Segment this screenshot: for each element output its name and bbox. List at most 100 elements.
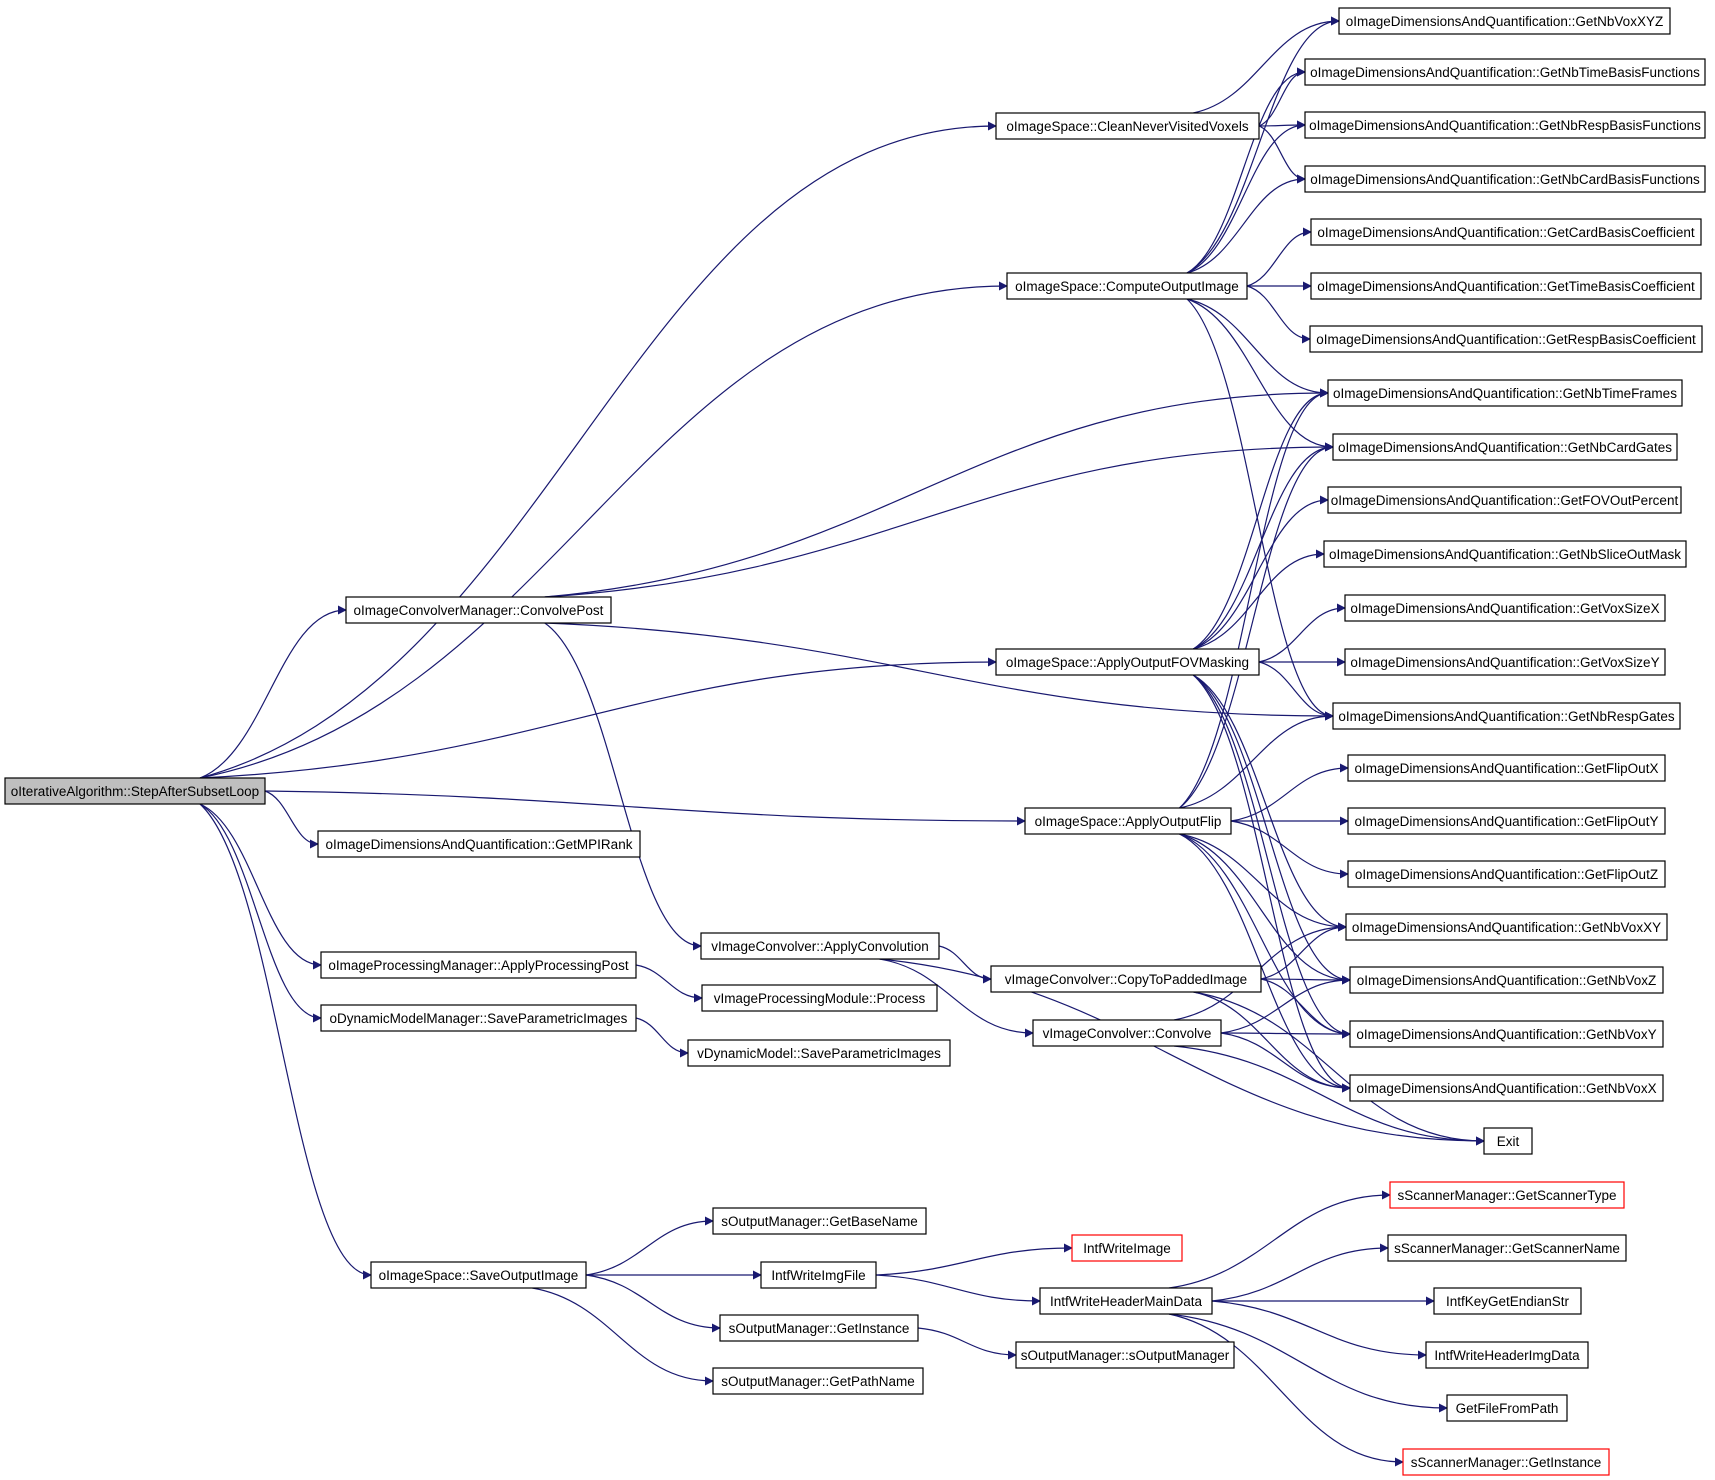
edge-flip-to-nbcardgates (1179, 442, 1334, 809)
node-label: oImageDimensionsAndQuantification::GetNb… (1357, 973, 1656, 988)
node-oimagedimensionsandquantification-getnbcardgates[interactable]: oImageDimensionsAndQuantification::GetNb… (1332, 433, 1678, 461)
node-sscannermanager-getinstance[interactable]: sScannerManager::GetInstance (1402, 1448, 1610, 1476)
node-box (990, 965, 1262, 993)
node-oimagedimensionsandquantification-gettimebasiscoefficient[interactable]: oImageDimensionsAndQuantification::GetTi… (1310, 272, 1702, 300)
node-oimagedimensionsandquantification-getnbcardbasisfunctions[interactable]: oImageDimensionsAndQuantification::GetNb… (1304, 165, 1706, 193)
node-label: sOutputManager::sOutputManager (1021, 1348, 1230, 1363)
node-label: oImageDimensionsAndQuantification::GetVo… (1350, 655, 1659, 670)
node-oimagespace-applyoutputflip[interactable]: oImageSpace::ApplyOutputFlip (1024, 807, 1232, 835)
edge-root-to-mpi (264, 790, 319, 849)
node-box (1310, 218, 1702, 246)
node-box (1389, 1181, 1625, 1209)
node-label: sOutputManager::GetInstance (729, 1321, 910, 1336)
node-intfwriteimage[interactable]: IntfWriteImage (1071, 1234, 1183, 1262)
node-intfwriteheadermaindata[interactable]: IntfWriteHeaderMainData (1039, 1287, 1213, 1315)
edge-writeimgfile-to-headermain (875, 1274, 1041, 1306)
edge-fovmask-to-fovout (1193, 495, 1329, 650)
node-box (1425, 1341, 1589, 1369)
node-oimagedimensionsandquantification-getfovoutpercent[interactable]: oImageDimensionsAndQuantification::GetFO… (1327, 486, 1682, 514)
node-oimagedimensionsandquantification-getnbvoxz[interactable]: oImageDimensionsAndQuantification::GetNb… (1349, 966, 1664, 994)
edge-root-to-clean (199, 121, 997, 779)
node-oimagedimensionsandquantification-getvoxsizex[interactable]: oImageDimensionsAndQuantification::GetVo… (1344, 594, 1666, 622)
node-oimagedimensionsandquantification-getflipouty[interactable]: oImageDimensionsAndQuantification::GetFl… (1347, 807, 1666, 835)
node-vimageprocessingmodule-process[interactable]: vImageProcessingModule::Process (701, 984, 938, 1012)
node-exit[interactable]: Exit (1483, 1127, 1533, 1155)
edge-compute-to-nbcardgates (1186, 298, 1334, 452)
node-label: sScannerManager::GetScannerType (1397, 1188, 1616, 1203)
edge-copypad-to-nbvoxz (1260, 975, 1351, 985)
node-intfkeygetendianstr[interactable]: IntfKeyGetEndianStr (1433, 1287, 1582, 1315)
node-oimagedimensionsandquantification-getflipoutx[interactable]: oImageDimensionsAndQuantification::GetFl… (1347, 754, 1666, 782)
node-label: oImageDimensionsAndQuantification::GetNb… (1338, 440, 1672, 455)
node-soutputmanager-getbasename[interactable]: sOutputManager::GetBaseName (712, 1207, 927, 1235)
node-label: Exit (1497, 1134, 1520, 1149)
node-label: oImageDimensionsAndQuantification::GetFl… (1355, 867, 1658, 882)
node-oimagedimensionsandquantification-getflipoutz[interactable]: oImageDimensionsAndQuantification::GetFl… (1347, 860, 1666, 888)
node-vdynamicmodel-saveparametricimages[interactable]: vDynamicModel::SaveParametricImages (687, 1039, 951, 1067)
node-odynamicmodelmanager-saveparametricimages[interactable]: oDynamicModelManager::SaveParametricImag… (320, 1004, 637, 1032)
node-oimagedimensionsandquantification-getnbvoxxyz[interactable]: oImageDimensionsAndQuantification::GetNb… (1338, 7, 1671, 35)
node-label: vImageConvolver::ApplyConvolution (711, 939, 929, 954)
node-oiterativealgorithm-stepaftersubsetloop[interactable]: oIterativeAlgorithm::StepAfterSubsetLoop (4, 777, 266, 805)
node-box (1344, 594, 1666, 622)
node-oimagedimensionsandquantification-getnbrespgates[interactable]: oImageDimensionsAndQuantification::GetNb… (1332, 702, 1681, 730)
node-soutputmanager-getinstance[interactable]: sOutputManager::GetInstance (719, 1314, 919, 1342)
node-oimagespace-applyoutputfovmasking[interactable]: oImageSpace::ApplyOutputFOVMasking (995, 648, 1260, 676)
node-oimagedimensionsandquantification-getnbtimeframes[interactable]: oImageDimensionsAndQuantification::GetNb… (1327, 379, 1683, 407)
node-intfwriteimgfile[interactable]: IntfWriteImgFile (760, 1261, 877, 1289)
node-label: IntfWriteImage (1083, 1241, 1171, 1256)
edge-convpost-to-applyconv (544, 622, 702, 951)
edge-saveout-to-basename (585, 1216, 714, 1276)
edge-flip-to-nbtimeframes (1179, 388, 1329, 809)
node-oimageprocessingmanager-applyprocessingpost[interactable]: oImageProcessingManager::ApplyProcessing… (320, 951, 637, 979)
edge-convolve-to-nbvoxx (1220, 1032, 1351, 1093)
node-box (1332, 433, 1678, 461)
node-oimagedimensionsandquantification-getnbvoxx[interactable]: oImageDimensionsAndQuantification::GetNb… (1349, 1074, 1664, 1102)
node-sscannermanager-getscannertype[interactable]: sScannerManager::GetScannerType (1389, 1181, 1625, 1209)
node-box (1387, 1234, 1627, 1262)
node-vimageconvolver-copytopaddedimage[interactable]: vImageConvolver::CopyToPaddedImage (990, 965, 1262, 993)
edge-applyconv-to-exit (879, 958, 1485, 1146)
edge-fovmask-to-nbvoxy (1192, 674, 1351, 1039)
node-label: sScannerManager::GetScannerName (1394, 1241, 1620, 1256)
node-label: IntfWriteHeaderImgData (1434, 1348, 1580, 1363)
node-oimagedimensionsandquantification-getnbsliceoutmask[interactable]: oImageDimensionsAndQuantification::GetNb… (1323, 540, 1687, 568)
edge-root-to-flip (264, 790, 1026, 826)
edge-flip-to-flipz (1230, 820, 1349, 879)
node-oimagedimensionsandquantification-getrespbasiscoefficient[interactable]: oImageDimensionsAndQuantification::GetRe… (1309, 325, 1703, 353)
node-label: oImageDimensionsAndQuantification::GetNb… (1356, 1081, 1656, 1096)
node-box (995, 112, 1260, 140)
node-label: vDynamicModel::SaveParametricImages (697, 1046, 941, 1061)
node-label: oImageDimensionsAndQuantification::GetNb… (1310, 65, 1700, 80)
node-box (1349, 966, 1664, 994)
node-label: oImageDimensionsAndQuantification::GetNb… (1309, 118, 1701, 133)
node-box (687, 1039, 951, 1067)
node-label: oImageSpace::ApplyOutputFlip (1035, 814, 1222, 829)
node-soutputmanager-getpathname[interactable]: sOutputManager::GetPathName (712, 1367, 924, 1395)
node-oimagedimensionsandquantification-getnbrespbasisfunctions[interactable]: oImageDimensionsAndQuantification::GetNb… (1304, 111, 1706, 139)
node-vimageconvolver-applyconvolution[interactable]: vImageConvolver::ApplyConvolution (700, 932, 940, 960)
node-intfwriteheaderimgdata[interactable]: IntfWriteHeaderImgData (1425, 1341, 1589, 1369)
node-label: oImageDimensionsAndQuantification::GetFl… (1355, 761, 1659, 776)
node-soutputmanager-soutputmanager[interactable]: sOutputManager::sOutputManager (1015, 1341, 1235, 1369)
node-box (1304, 165, 1706, 193)
edge-flip-to-nbrespgates (1179, 711, 1334, 809)
node-vimageconvolver-convolve[interactable]: vImageConvolver::Convolve (1032, 1019, 1222, 1047)
node-oimagedimensionsandquantification-getnbtimebasisfunctions[interactable]: oImageDimensionsAndQuantification::GetNb… (1304, 58, 1706, 86)
node-oimagespace-saveoutputimage[interactable]: oImageSpace::SaveOutputImage (370, 1261, 587, 1289)
node-oimageconvolvermanager-convolvepost[interactable]: oImageConvolverManager::ConvolvePost (345, 596, 612, 624)
node-oimagedimensionsandquantification-getnbvoxxy[interactable]: oImageDimensionsAndQuantification::GetNb… (1345, 913, 1668, 941)
node-oimagedimensionsandquantification-getcardbasiscoefficient[interactable]: oImageDimensionsAndQuantification::GetCa… (1310, 218, 1702, 246)
node-label: oImageDimensionsAndQuantification::GetFl… (1355, 814, 1659, 829)
node-oimagedimensionsandquantification-getnbvoxy[interactable]: oImageDimensionsAndQuantification::GetNb… (1349, 1020, 1664, 1048)
edge-fovmask-to-nbvoxxy (1192, 674, 1347, 932)
node-oimagespace-computeoutputimage[interactable]: oImageSpace::ComputeOutputImage (1006, 272, 1248, 300)
node-box (370, 1261, 587, 1289)
node-oimagedimensionsandquantification-getvoxsizey[interactable]: oImageDimensionsAndQuantification::GetVo… (1344, 648, 1666, 676)
node-getfilefrompath[interactable]: GetFileFromPath (1446, 1394, 1568, 1422)
node-box (1433, 1287, 1582, 1315)
node-oimagespace-cleannevervisitedvoxels[interactable]: oImageSpace::CleanNeverVisitedVoxels (995, 112, 1260, 140)
node-sscannermanager-getscannername[interactable]: sScannerManager::GetScannerName (1387, 1234, 1627, 1262)
node-oimagedimensionsandquantification-getmpirank[interactable]: oImageDimensionsAndQuantification::GetMP… (317, 830, 641, 858)
